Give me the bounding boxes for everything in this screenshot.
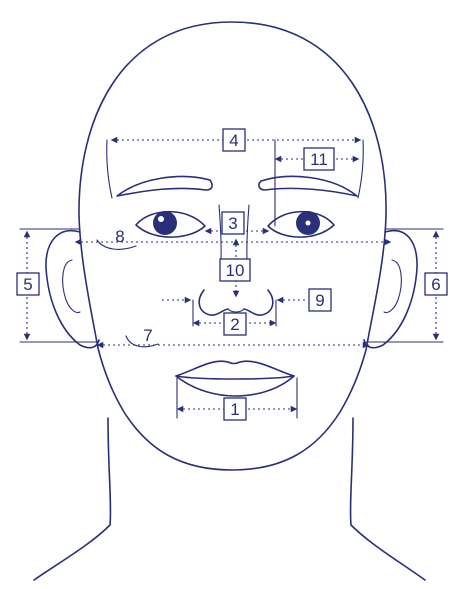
- left-iris: [153, 211, 177, 235]
- nose-right-wing: [244, 290, 273, 315]
- left-eyebrow: [117, 177, 212, 196]
- nose-tip: [228, 309, 244, 312]
- label-3: 3: [222, 212, 244, 234]
- label-8: 8: [115, 227, 124, 246]
- right-eyebrow: [259, 176, 357, 196]
- right-ear-inner: [384, 260, 401, 313]
- left-temple-line: [107, 140, 112, 198]
- label-2-text: 2: [230, 315, 239, 334]
- label-8-text: 8: [115, 227, 124, 246]
- label-4-text: 4: [229, 131, 238, 150]
- label-7-text: 7: [143, 326, 152, 345]
- left-eye-highlight: [158, 216, 164, 222]
- left-ear-inner: [63, 260, 80, 313]
- label-1-text: 1: [230, 400, 239, 419]
- label-7: 7: [143, 326, 152, 345]
- label-4: 4: [223, 129, 245, 151]
- right-ear: [364, 231, 417, 348]
- label-11-text: 11: [310, 150, 328, 169]
- label-5-text: 5: [23, 275, 32, 294]
- upper-lip: [176, 361, 294, 379]
- label-11: 11: [304, 148, 334, 170]
- label-6: 6: [425, 273, 447, 295]
- neck-right: [350, 418, 425, 580]
- label-2: 2: [224, 313, 246, 335]
- right-temple-line: [358, 140, 363, 198]
- label-9-text: 9: [315, 291, 324, 310]
- label-9: 9: [309, 289, 331, 311]
- label-5: 5: [17, 273, 39, 295]
- label-6-text: 6: [431, 275, 440, 294]
- label-10: 10: [220, 259, 250, 281]
- right-eye-highlight: [306, 221, 311, 226]
- left-ear: [46, 231, 99, 348]
- neck-left: [34, 418, 111, 580]
- label-1: 1: [224, 398, 246, 420]
- label-3-text: 3: [228, 214, 237, 233]
- label-10-text: 10: [226, 261, 245, 280]
- nose-left-wing: [199, 290, 228, 315]
